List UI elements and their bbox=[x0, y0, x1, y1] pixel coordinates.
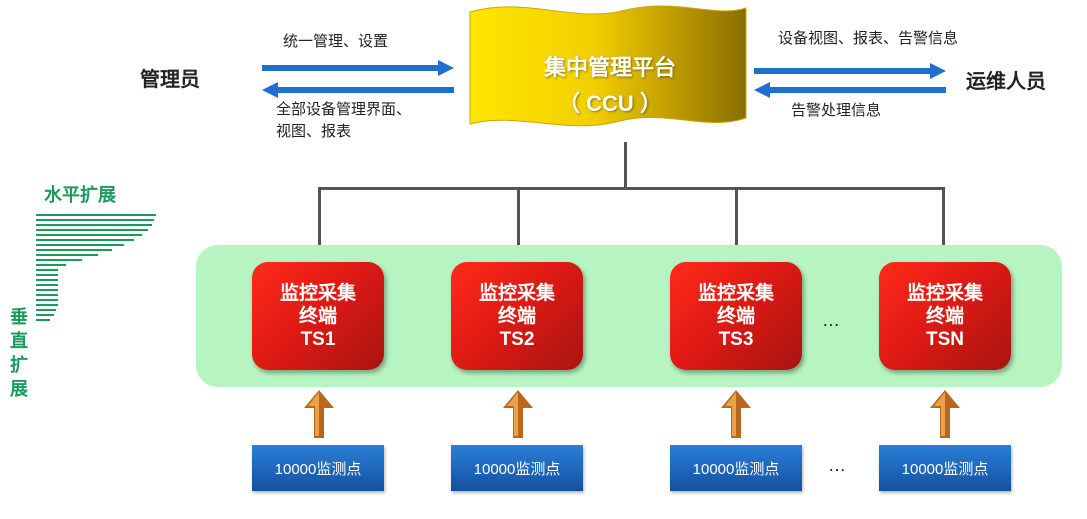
ops-to-ccu-arrow bbox=[754, 82, 946, 98]
ts3-input-arrow bbox=[721, 390, 751, 438]
admin-bottom-note-line2: 视图、报表 bbox=[276, 123, 352, 140]
admin-to-ccu-arrow bbox=[262, 60, 454, 76]
ccu-subtitle: （ CCU ） bbox=[558, 91, 662, 116]
terminal-ellipsis: … bbox=[822, 310, 840, 330]
terminal-ts1-id: TS1 bbox=[300, 328, 336, 350]
monitor-point-box-n: 10000监测点 bbox=[879, 445, 1011, 491]
ts1-input-arrow bbox=[304, 390, 334, 438]
monitor-ellipsis: … bbox=[828, 455, 846, 475]
ccu-to-ops-arrow bbox=[754, 63, 946, 79]
monitor-point-box-1: 10000监测点 bbox=[252, 445, 384, 491]
ts2-branch-line bbox=[517, 187, 520, 262]
terminal-ts1[interactable]: 监控采集 终端 TS1 bbox=[252, 262, 384, 370]
terminal-tsn-line2: 终端 bbox=[925, 305, 964, 327]
monitor-point-box-2: 10000监测点 bbox=[451, 445, 583, 491]
terminal-ts3-line1: 监控采集 bbox=[697, 282, 774, 304]
admin-bottom-note-line1: 全部设备管理界面、 bbox=[276, 101, 412, 118]
terminal-ts2-line2: 终端 bbox=[497, 305, 536, 327]
ccu-title: 集中管理平台 bbox=[543, 55, 676, 80]
ccu-flag-shape bbox=[469, 5, 747, 127]
terminal-ts1-line1: 监控采集 bbox=[279, 282, 356, 304]
terminal-ts3-id: TS3 bbox=[718, 328, 754, 350]
distribution-bus-line bbox=[318, 187, 945, 190]
vertical-expansion-char-2: 直 bbox=[10, 331, 28, 351]
terminal-ts3-line2: 终端 bbox=[716, 305, 755, 327]
ops-top-note: 设备视图、报表、告警信息 bbox=[778, 30, 959, 47]
terminal-tsn-line1: 监控采集 bbox=[906, 282, 983, 304]
expansion-stripes-graphic bbox=[36, 214, 156, 321]
ts1-branch-line bbox=[318, 187, 321, 262]
ts3-branch-line bbox=[735, 187, 738, 262]
admin-label: 管理员 bbox=[140, 69, 200, 91]
tsn-branch-line bbox=[942, 187, 945, 262]
ops-bottom-note: 告警处理信息 bbox=[791, 102, 882, 119]
vertical-expansion-char-4: 展 bbox=[10, 379, 28, 399]
vertical-expansion-char-3: 扩 bbox=[10, 355, 28, 375]
ccu-trunk-line bbox=[624, 142, 627, 189]
ccu-to-admin-arrow bbox=[262, 82, 454, 98]
terminal-tsn-id: TSN bbox=[926, 328, 964, 350]
terminal-ts2-line1: 监控采集 bbox=[478, 282, 555, 304]
ts2-input-arrow bbox=[503, 390, 533, 438]
ops-staff-label: 运维人员 bbox=[966, 71, 1046, 93]
vertical-expansion-char-1: 垂 bbox=[10, 307, 28, 327]
terminal-ts1-line2: 终端 bbox=[298, 305, 337, 327]
terminal-ts2[interactable]: 监控采集 终端 TS2 bbox=[451, 262, 583, 370]
tsn-input-arrow bbox=[930, 390, 960, 438]
admin-top-note: 统一管理、设置 bbox=[283, 33, 389, 50]
vertical-expansion-label: 垂 直 扩 展 bbox=[8, 305, 30, 401]
terminal-ts3[interactable]: 监控采集 终端 TS3 bbox=[670, 262, 802, 370]
monitor-point-box-3: 10000监测点 bbox=[670, 445, 802, 491]
terminal-tsn[interactable]: 监控采集 终端 TSN bbox=[879, 262, 1011, 370]
horizontal-expansion-label: 水平扩展 bbox=[44, 185, 116, 205]
terminal-ts2-id: TS2 bbox=[499, 328, 535, 350]
